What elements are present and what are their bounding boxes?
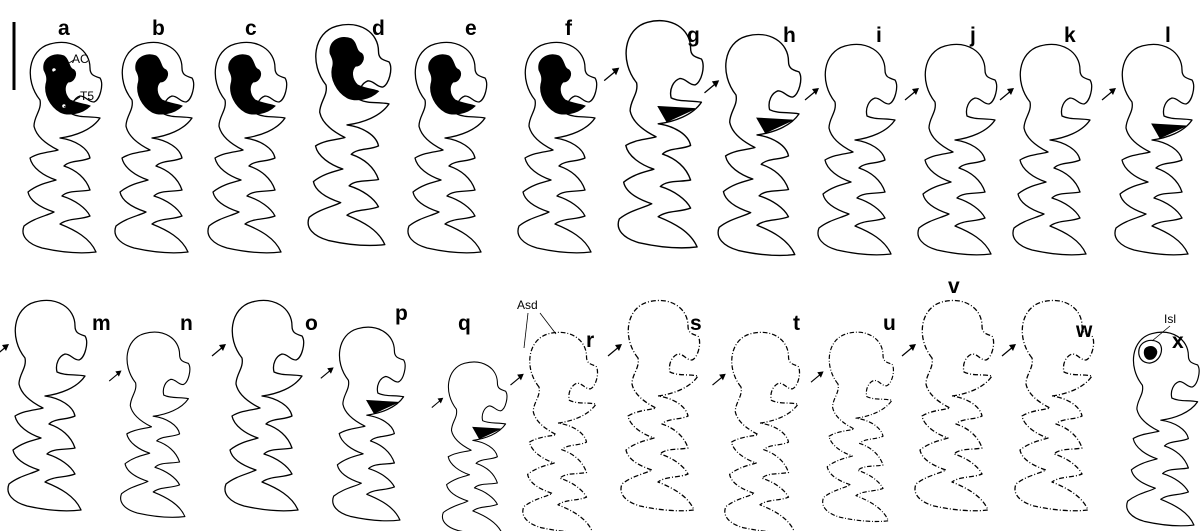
arrow-icon-w [1002,344,1016,356]
panel-label-k: k [1064,24,1076,47]
panel-r [511,332,598,531]
annotation-asd: Asd [517,298,538,312]
panel-m [0,300,87,510]
tooth-outline-r [523,332,598,531]
arrow-icon-i [805,88,819,100]
panel-label-a: a [58,17,70,40]
panel-d [308,25,391,246]
tooth-outline-q [442,362,506,531]
annotation-isl: Isl [1164,312,1176,326]
panel-label-f: f [565,17,573,40]
panel-q [432,362,507,531]
panel-f [518,42,597,252]
arrow-icon-u [811,371,824,382]
panel-label-q: q [458,312,471,335]
panel-n [109,332,190,517]
panel-k [1000,44,1092,254]
tooth-outline-t [725,332,800,531]
panel-label-w: w [1075,319,1093,342]
arrow-icon-o [212,344,226,356]
isl-fill [1144,346,1157,359]
panel-g [604,21,703,248]
arrow-icon-h [705,80,720,93]
arrow-icon-l [1102,88,1116,100]
panel-label-h: h [783,24,796,47]
panel-label-b: b [152,17,165,40]
tooth-outline-n [121,332,190,517]
panel-label-l: l [1165,24,1171,47]
panel-label-x: x [1172,330,1184,353]
annotation-asd-leader-1 [524,313,528,348]
panel-l [1102,44,1194,254]
panel-label-e: e [465,17,477,40]
tooth-outline-g [618,21,703,248]
panel-label-g: g [687,24,700,47]
arrow-icon-m [0,344,9,356]
arrow-icon-r [511,374,524,385]
tooth-outline-s [621,300,700,510]
panel-v [902,300,994,510]
panel-label-c: c [245,17,257,40]
panel-label-t: t [793,312,800,335]
tooth-outline-p [333,327,405,521]
arrow-icon-p [321,367,334,378]
panel-label-s: s [690,312,702,335]
panel-label-o: o [305,312,318,335]
panel-label-p: p [395,302,408,325]
arrow-icon-q [432,398,443,408]
tooth-outline-k [1013,44,1092,254]
annotation-ac: AC [72,52,89,66]
panel-j [905,44,997,254]
arrow-icon-g [604,68,619,81]
panel-b [115,42,194,252]
annotation-t5: T5 [80,89,94,103]
panel-label-i: i [876,24,882,47]
panel-c [208,42,287,252]
panel-e [408,42,487,252]
panels-layer: a b c d e f g h i j k l m n o p q r s t u v w x [0,17,1199,531]
panel-label-n: n [180,312,193,335]
tooth-outline-i [818,44,897,254]
panel-label-u: u [883,312,896,335]
panel-a [23,42,102,252]
arrow-icon-t [713,374,726,385]
tooth-outline-u [823,332,894,521]
tooth-outline-m [8,300,87,510]
tooth-outline-h [718,35,801,256]
arrow-icon-j [905,88,919,100]
tooth-outline-j [918,44,997,254]
tooth-outline-x [1127,332,1199,526]
arrow-icon-n [109,370,121,381]
tooth-outline-v [915,300,994,510]
panel-i [805,44,897,254]
arrow-icon-s [608,344,622,356]
panel-x [1127,332,1199,526]
tooth-outline-o [225,300,304,510]
panel-label-r: r [586,329,594,352]
panel-p [321,327,405,521]
panel-label-d: d [372,17,385,40]
annotation-asd-leader-2 [540,313,556,334]
arrow-icon-v [902,344,916,356]
arrow-icon-k [1000,88,1014,100]
panel-u [811,332,893,521]
panel-t [713,332,800,531]
panel-label-m: m [92,312,111,335]
panel-label-v: v [948,275,960,298]
tooth-outline-l [1115,44,1194,254]
panel-s [608,300,700,510]
panel-label-j: j [969,24,976,47]
panel-h [705,35,801,256]
panel-o [212,300,304,510]
